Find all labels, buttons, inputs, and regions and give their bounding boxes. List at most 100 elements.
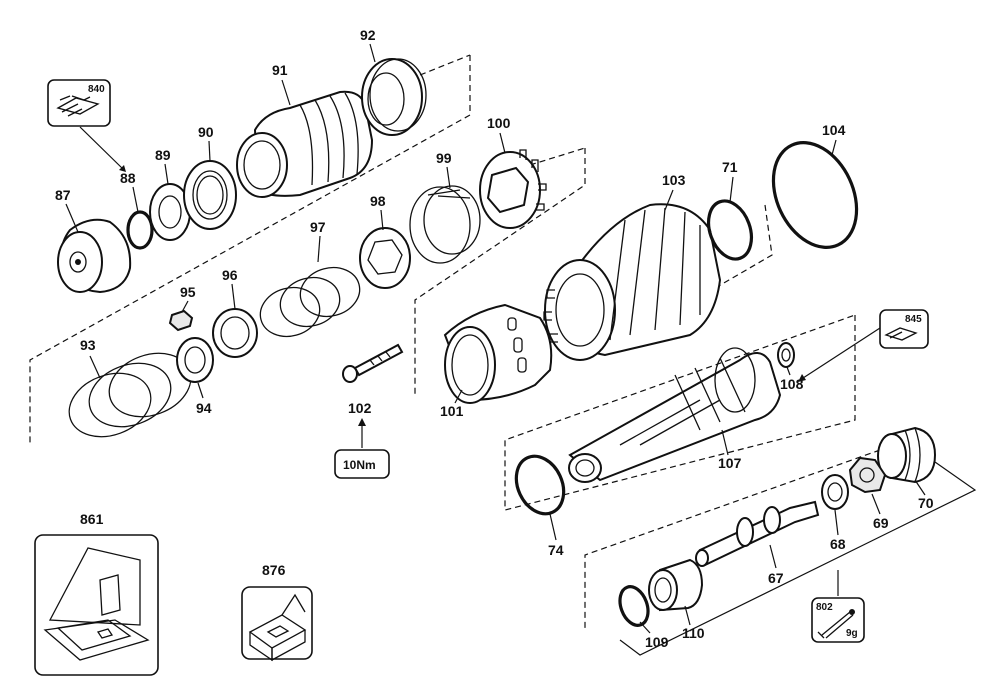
- label-69: 69: [873, 515, 889, 531]
- part-110-piston[interactable]: [648, 558, 704, 612]
- part-102-screw[interactable]: [342, 343, 404, 383]
- leader-74: [549, 513, 557, 541]
- part-100-crown-nut[interactable]: [479, 149, 547, 229]
- grease-box-802[interactable]: [811, 597, 865, 643]
- part-98-hex-nut[interactable]: [359, 227, 411, 289]
- part-74-o-ring[interactable]: [507, 449, 572, 522]
- leader-89: [164, 163, 169, 185]
- part-99-spring-clip[interactable]: [409, 185, 481, 264]
- label-68: 68: [830, 536, 846, 552]
- label-88: 88: [120, 170, 136, 186]
- label-102: 102: [348, 400, 372, 416]
- label-9g: 9g: [846, 628, 858, 639]
- leader-109: [639, 621, 651, 634]
- leader-87: [65, 203, 79, 233]
- part-90-seal[interactable]: [183, 160, 237, 230]
- part-95-key[interactable]: [168, 309, 194, 332]
- part-94-ring[interactable]: [176, 337, 214, 383]
- label-74: 74: [548, 542, 564, 558]
- label-108: 108: [780, 376, 804, 392]
- leader-840: [79, 126, 125, 171]
- part-104-large-o-ring[interactable]: [757, 129, 872, 261]
- leader-94: [197, 382, 204, 399]
- part-97-spring[interactable]: [255, 261, 365, 343]
- arrow-840: [119, 165, 126, 172]
- leader-845: [799, 327, 881, 381]
- label-97: 97: [310, 219, 326, 235]
- label-92: 92: [360, 27, 376, 43]
- group-outline-top: [29, 54, 471, 445]
- part-93-spring[interactable]: [60, 342, 199, 447]
- label-89: 89: [155, 147, 171, 163]
- part-87-nose-cap[interactable]: [57, 218, 132, 294]
- kit-box-876[interactable]: [241, 586, 313, 662]
- leader-101: [454, 389, 463, 404]
- part-103-gear-housing[interactable]: [543, 203, 722, 361]
- label-861: 861: [80, 511, 104, 527]
- group-outline-bottom: [584, 449, 881, 630]
- label-110: 110: [682, 625, 705, 641]
- part-109-o-ring[interactable]: [615, 583, 653, 629]
- label-103: 103: [662, 172, 686, 188]
- leader-103: [664, 189, 674, 211]
- leader-71: [729, 176, 734, 203]
- kit-box-861[interactable]: [34, 534, 159, 676]
- kit-box-845[interactable]: [879, 309, 929, 349]
- leader-91: [281, 79, 291, 106]
- label-109: 109: [645, 634, 669, 650]
- label-876: 876: [262, 562, 286, 578]
- label-70: 70: [918, 495, 934, 511]
- label-67: 67: [768, 570, 784, 586]
- part-68-washer[interactable]: [821, 474, 849, 510]
- kit-box-840[interactable]: [47, 79, 111, 127]
- part-101-slotted-sleeve[interactable]: [443, 303, 553, 404]
- label-87: 87: [55, 187, 71, 203]
- label-840: 840: [88, 84, 105, 95]
- part-108-washer[interactable]: [777, 342, 795, 368]
- leader-68: [834, 509, 839, 536]
- part-96-washer[interactable]: [212, 308, 258, 358]
- part-91-bellows-sleeve[interactable]: [236, 90, 374, 198]
- leader-104: [831, 139, 837, 156]
- leader-99: [446, 166, 451, 189]
- part-67-striker[interactable]: [695, 500, 820, 567]
- group-outline-bottom-solid: [619, 461, 977, 656]
- torque-spec-box: [334, 449, 390, 479]
- leader-97: [317, 235, 321, 263]
- leader-70: [914, 479, 926, 496]
- arrow-845: [798, 374, 806, 382]
- leader-69: [871, 493, 881, 515]
- label-93: 93: [80, 337, 96, 353]
- label-98: 98: [370, 193, 386, 209]
- label-99: 99: [436, 150, 452, 166]
- label-95: 95: [180, 284, 196, 300]
- part-88-ring[interactable]: [126, 210, 154, 250]
- leader-110: [684, 605, 691, 626]
- label-90: 90: [198, 124, 214, 140]
- leader-95: [181, 300, 189, 313]
- arrow-102: [358, 418, 366, 426]
- part-69-clip[interactable]: [848, 456, 887, 494]
- leader-96: [231, 283, 236, 310]
- label-107: 107: [718, 455, 742, 471]
- torque-spec-label: 10Nm: [343, 458, 376, 472]
- part-92-bearing-ring[interactable]: [361, 58, 427, 136]
- part-71-o-ring[interactable]: [701, 195, 759, 265]
- label-100: 100: [487, 115, 511, 131]
- label-101: 101: [440, 403, 464, 419]
- leader-93: [89, 355, 101, 379]
- part-70-bushing[interactable]: [877, 426, 937, 484]
- label-845: 845: [905, 314, 922, 325]
- label-96: 96: [222, 267, 238, 283]
- part-107-spindle[interactable]: [568, 347, 782, 483]
- leader-88: [132, 186, 139, 213]
- label-802: 802: [816, 602, 833, 613]
- leader-98: [380, 209, 384, 231]
- label-71: 71: [722, 159, 738, 175]
- label-94: 94: [196, 400, 212, 416]
- leader-107: [721, 429, 729, 456]
- leader-100: [499, 132, 506, 154]
- leader-92: [369, 43, 376, 63]
- leader-90: [208, 140, 211, 162]
